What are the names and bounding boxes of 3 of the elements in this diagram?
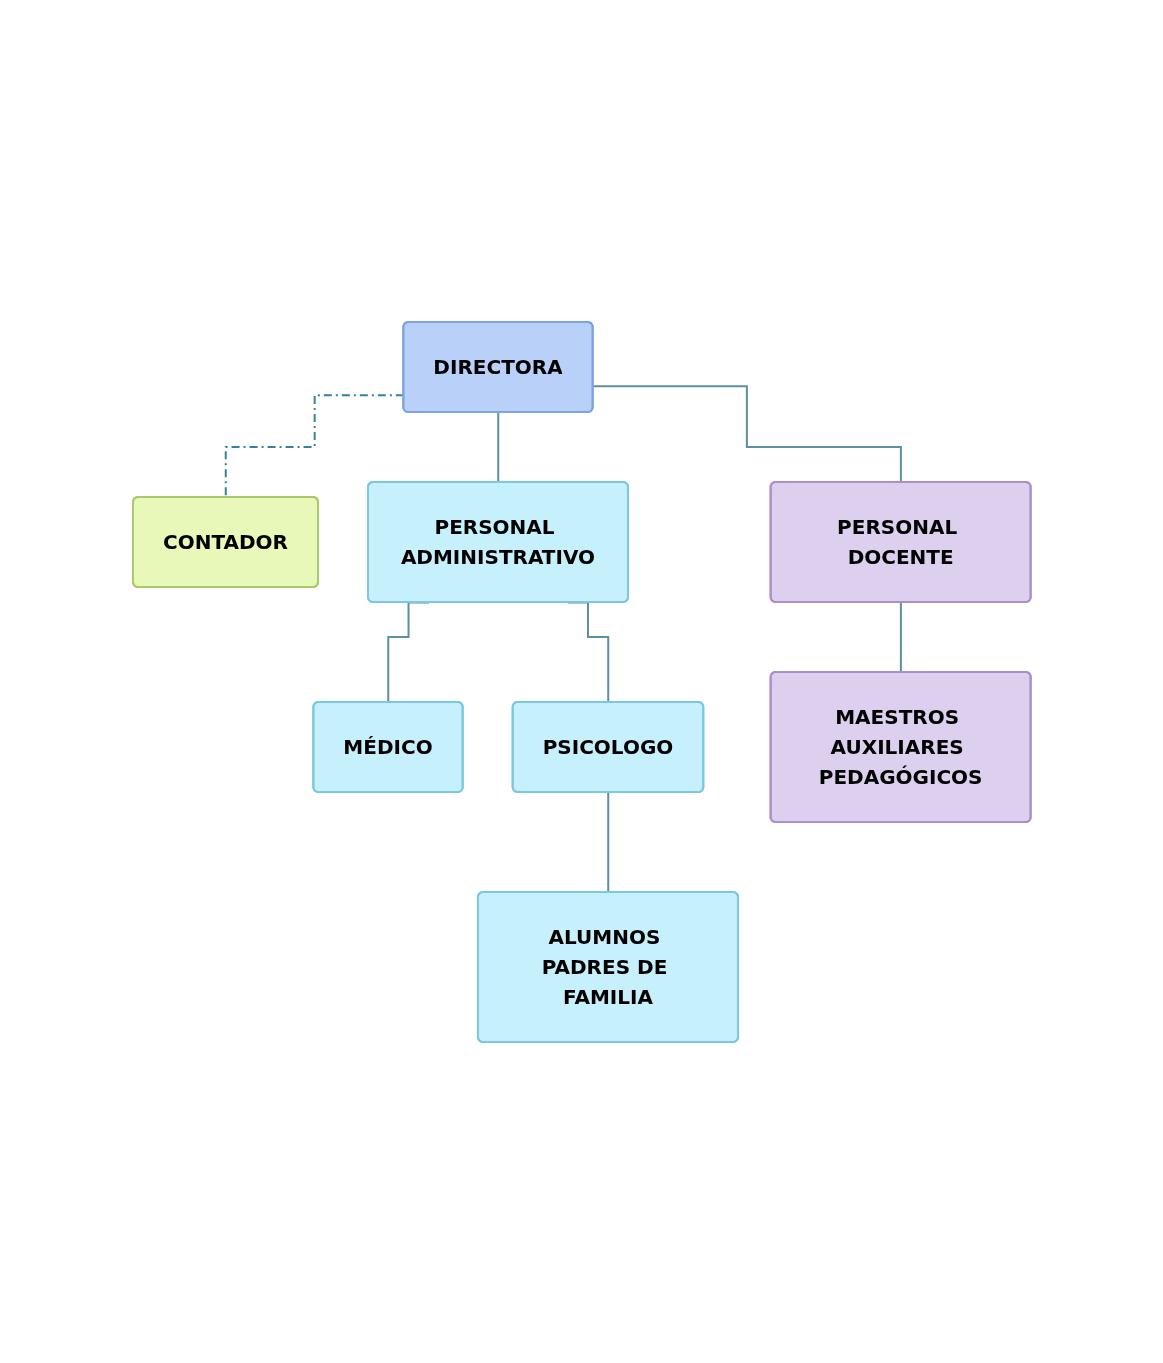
connector <box>606 791 610 893</box>
connector <box>496 411 500 483</box>
connector <box>899 601 902 673</box>
